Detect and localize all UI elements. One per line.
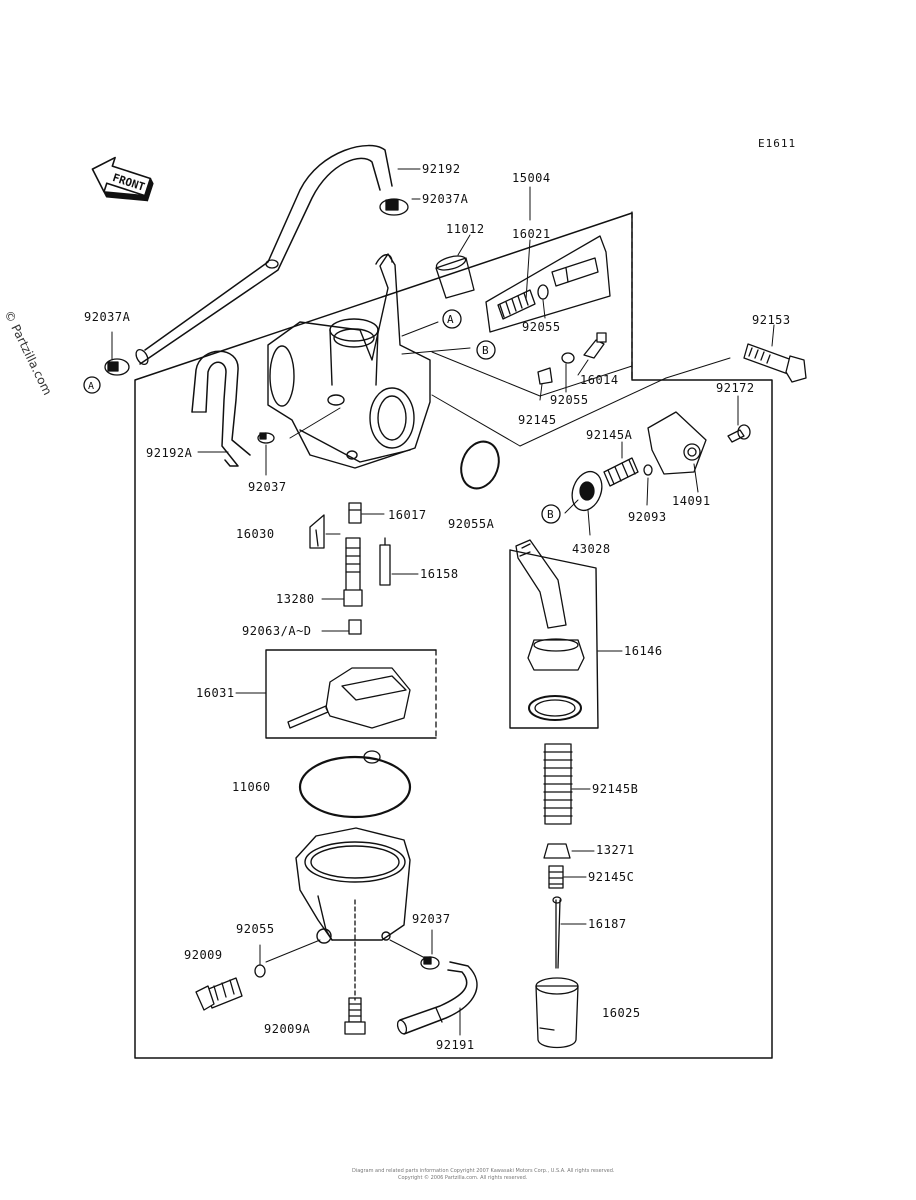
part-label-92192A[interactable]: 92192A <box>146 446 193 460</box>
part-11060-gasket <box>298 750 412 819</box>
part-92037-clamp <box>257 432 275 444</box>
part-label-92153[interactable]: 92153 <box>752 313 791 327</box>
part-label-16014[interactable]: 16014 <box>580 373 619 387</box>
part-label-16187[interactable]: 16187 <box>588 917 627 931</box>
part-label-11060[interactable]: 11060 <box>232 780 271 794</box>
part-throttle-oring <box>460 440 500 490</box>
part-16017-jet <box>348 502 385 524</box>
part-14091-cover <box>647 411 707 475</box>
footer-copyright-2: Copyright © 2006 Partzilla.com. All righ… <box>398 1175 528 1181</box>
part-label-14091[interactable]: 14091 <box>672 494 711 508</box>
part-label-16031[interactable]: 16031 <box>196 686 235 700</box>
front-arrow-icon: FRONT <box>91 156 154 202</box>
part-11012-cap <box>435 255 475 299</box>
footer-copyright-1: Diagram and related parts information Co… <box>352 1168 615 1174</box>
float-bowl <box>295 827 411 944</box>
part-label-92009[interactable]: 92009 <box>184 948 223 962</box>
part-label-92037A-left[interactable]: 92037A <box>84 310 131 324</box>
part-label-92037A-top[interactable]: 92037A <box>422 192 469 206</box>
part-92055-oring-mid <box>561 352 575 364</box>
part-label-11012[interactable]: 11012 <box>446 222 485 236</box>
svg-text:B: B <box>547 508 554 521</box>
part-92145-spring-mid <box>537 367 553 385</box>
part-92191-hose <box>396 961 478 1036</box>
part-label-92009A[interactable]: 92009A <box>264 1022 311 1036</box>
part-label-92055-top[interactable]: 92055 <box>522 320 561 334</box>
part-92037-clamp-bottom <box>389 929 440 970</box>
part-label-92145[interactable]: 92145 <box>518 413 557 427</box>
part-92172-screw <box>727 424 751 443</box>
part-label-92191[interactable]: 92191 <box>436 1038 475 1052</box>
part-label-92145B[interactable]: 92145B <box>592 782 639 796</box>
part-16158-pilot-jet <box>379 537 419 586</box>
part-label-16158[interactable]: 16158 <box>420 567 459 581</box>
part-43028-diaphragm <box>571 470 603 512</box>
ref-marker-a-top: A <box>442 309 462 329</box>
part-16021-group <box>485 235 611 333</box>
part-label-92055-mid[interactable]: 92055 <box>550 393 589 407</box>
part-16146-cap-assembly <box>509 539 623 729</box>
part-16014-screw <box>583 332 607 359</box>
part-92055-oring-bottom <box>254 939 321 978</box>
part-13271-seat <box>543 843 595 859</box>
part-label-16030[interactable]: 16030 <box>236 527 275 541</box>
part-92145C-clip <box>548 865 587 889</box>
part-label-92037-bottom[interactable]: 92037 <box>412 912 451 926</box>
part-92063-jet <box>321 619 362 635</box>
part-label-92172[interactable]: 92172 <box>716 381 755 395</box>
part-label-43028[interactable]: 43028 <box>572 542 611 556</box>
part-92093-ring <box>643 464 653 476</box>
part-label-13271[interactable]: 13271 <box>596 843 635 857</box>
part-16025-throttle-valve <box>535 977 579 1049</box>
part-92192-hose <box>135 144 393 366</box>
ref-marker-b-diaphragm: B <box>541 504 561 524</box>
part-16031-float <box>235 649 437 739</box>
part-92037A-clamp-left <box>104 358 130 376</box>
part-label-92145A[interactable]: 92145A <box>586 428 633 442</box>
svg-text:A: A <box>88 381 94 392</box>
part-label-16146[interactable]: 16146 <box>624 644 663 658</box>
part-label-16025[interactable]: 16025 <box>602 1006 641 1020</box>
part-92153-bolt <box>743 343 807 383</box>
part-92009-drain-screw <box>195 977 243 1011</box>
carburetor-body <box>267 253 431 469</box>
part-label-92093[interactable]: 92093 <box>628 510 667 524</box>
part-label-92055A[interactable]: 92055A <box>448 517 495 531</box>
part-16187-needle <box>552 896 587 969</box>
part-label-92055-bottom[interactable]: 92055 <box>236 922 275 936</box>
ref-marker-a-left: A <box>83 376 101 394</box>
leader-lines <box>111 168 775 536</box>
diagram-code: E1611 <box>758 137 797 150</box>
part-16030-valve <box>309 514 341 549</box>
svg-text:A: A <box>447 313 454 326</box>
part-92192A-hose <box>191 350 251 467</box>
ref-marker-b-top: B <box>476 340 496 360</box>
part-label-16021[interactable]: 16021 <box>512 227 551 241</box>
part-92009A-screw <box>344 899 366 1035</box>
diagram-frame <box>134 211 773 1059</box>
part-label-92037[interactable]: 92037 <box>248 480 287 494</box>
part-label-15004[interactable]: 15004 <box>512 171 551 185</box>
part-label-92063[interactable]: 92063/A~D <box>242 624 312 638</box>
part-label-92145C[interactable]: 92145C <box>588 870 635 884</box>
part-label-13280[interactable]: 13280 <box>276 592 315 606</box>
part-13280-jet-needle <box>321 537 363 607</box>
svg-text:B: B <box>482 344 489 357</box>
part-92037A-clamp-top <box>379 198 409 216</box>
part-92145B-spring <box>543 743 591 825</box>
part-92145A-spring <box>603 457 639 487</box>
part-label-92192[interactable]: 92192 <box>422 162 461 176</box>
part-label-16017[interactable]: 16017 <box>388 508 427 522</box>
